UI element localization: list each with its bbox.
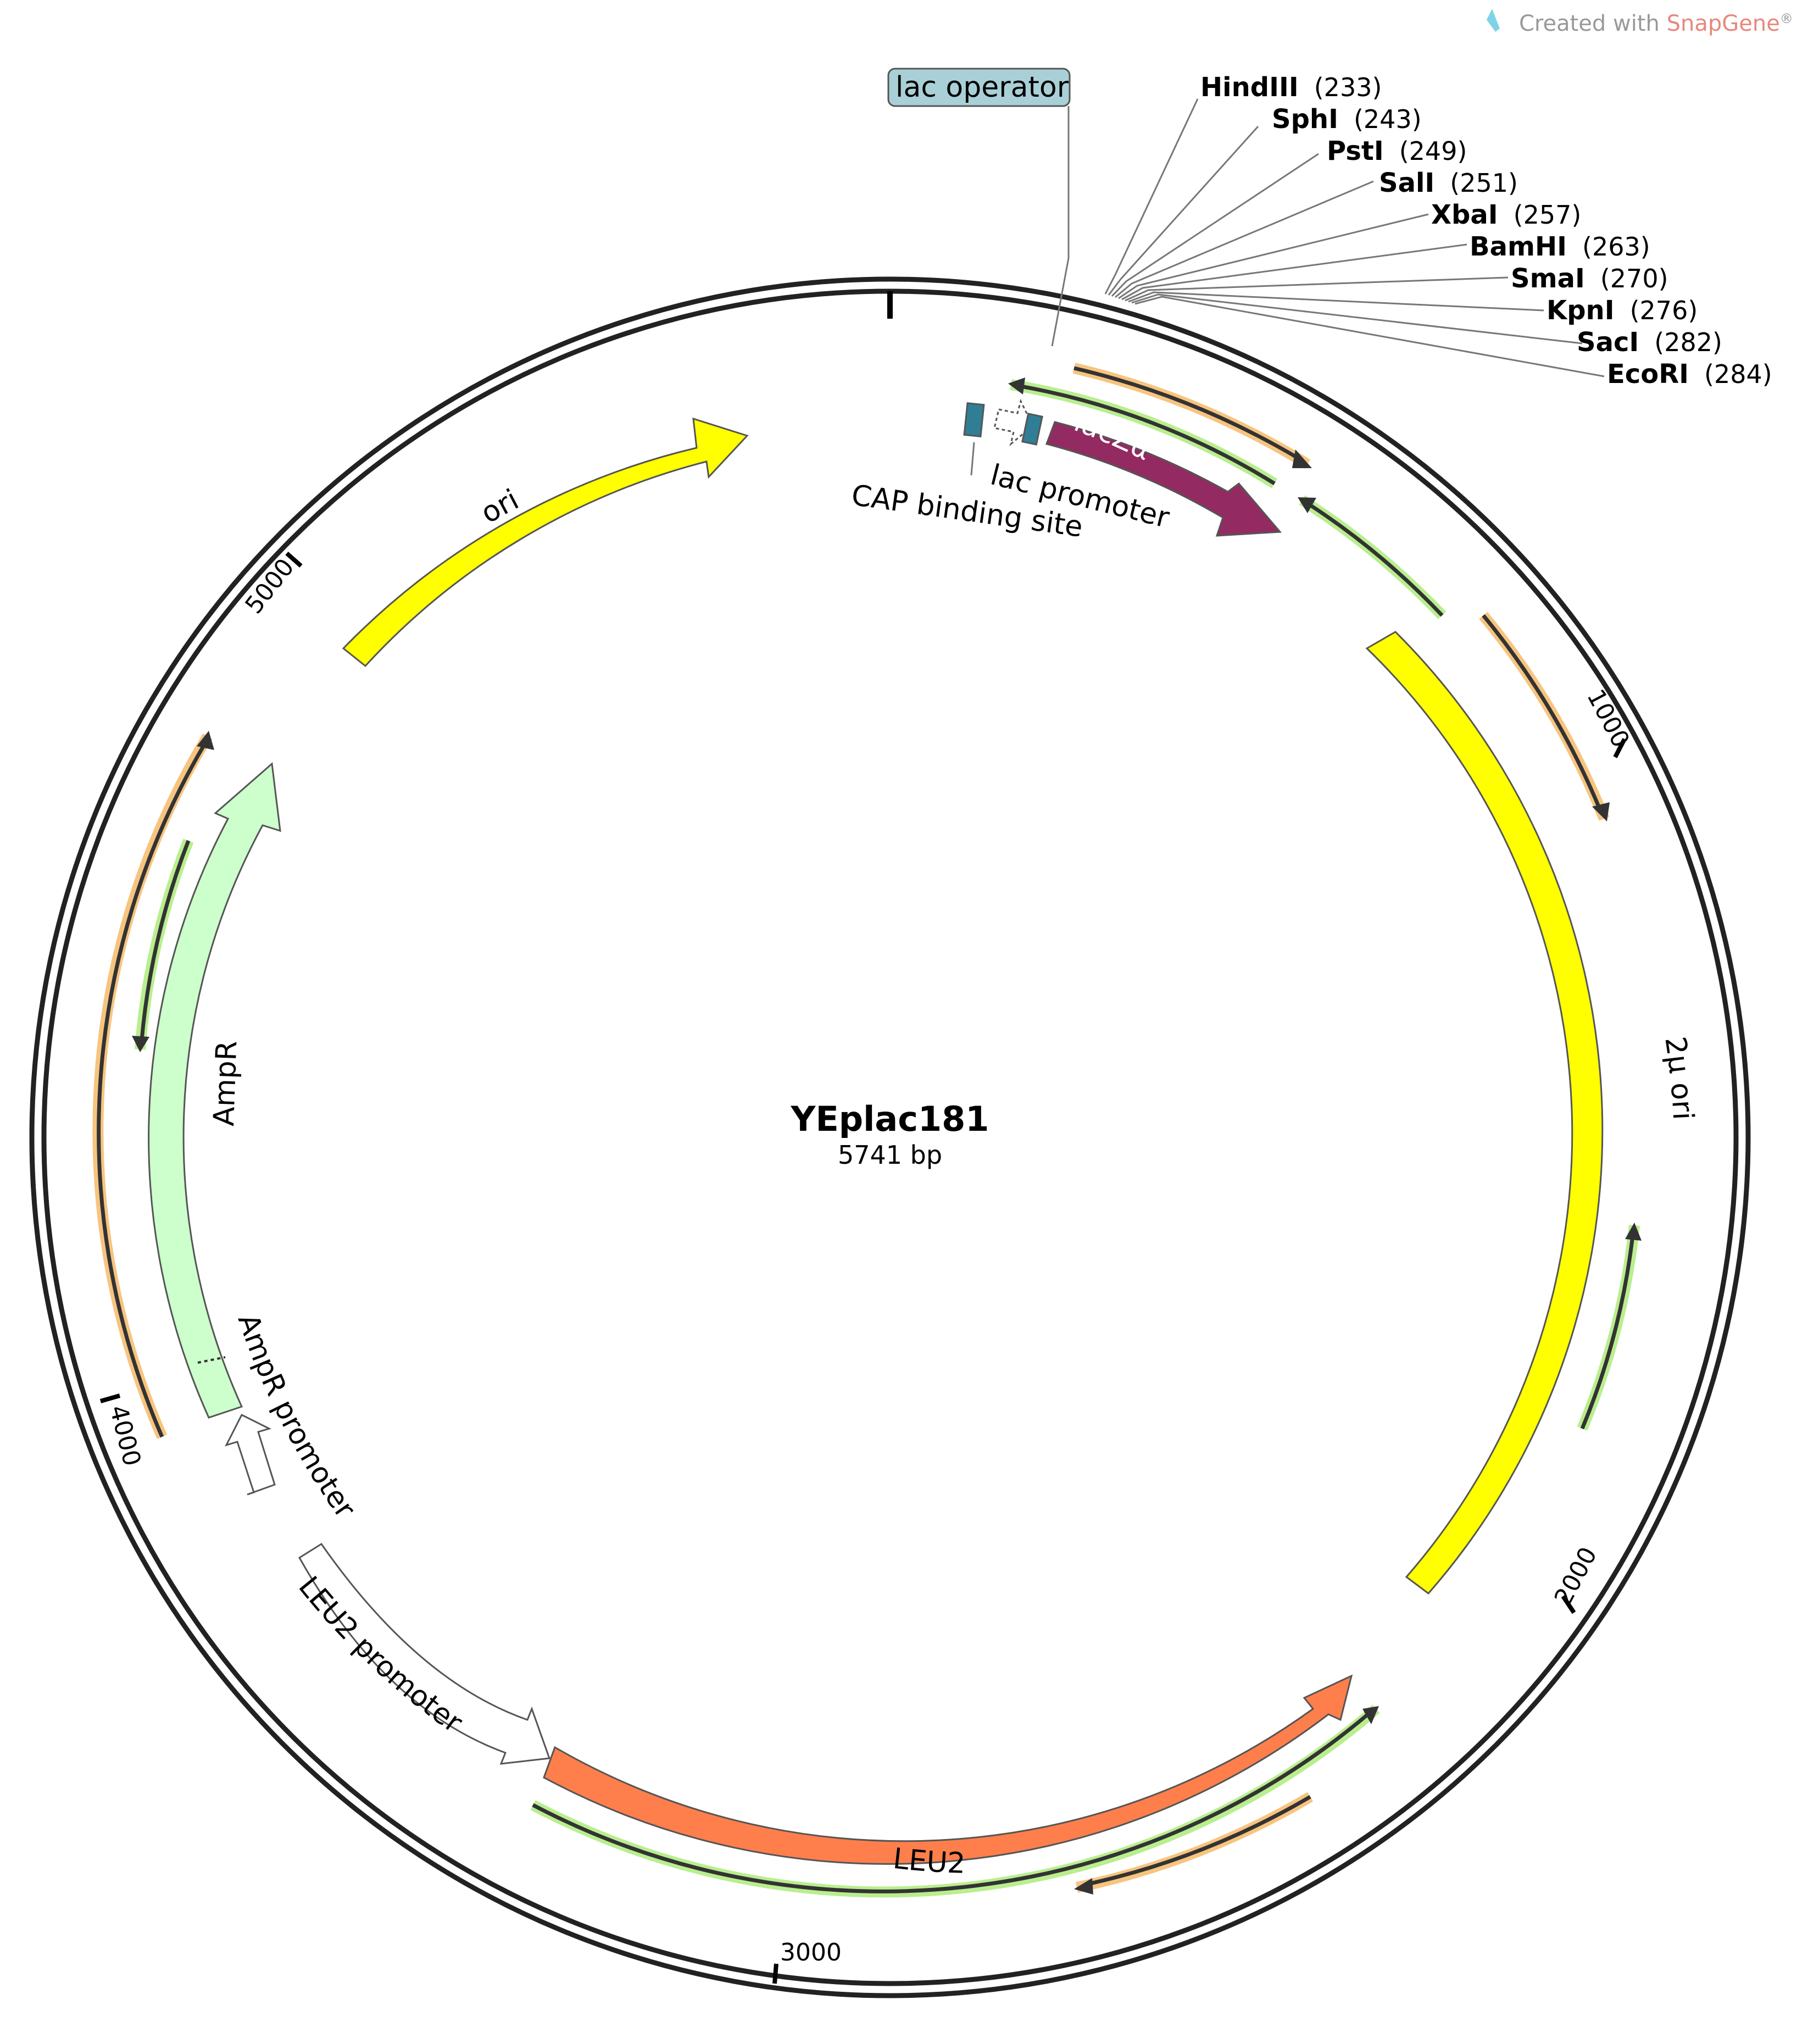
site-smai[interactable]: SmaI(270) — [1511, 263, 1668, 294]
primer-rev-right[interactable] — [1298, 495, 1447, 619]
tick-5000 — [285, 552, 303, 568]
tick-1000 — [1613, 738, 1627, 758]
tick-label-2000: 2000 — [1549, 1542, 1603, 1610]
feature-cap-binding-site[interactable] — [963, 402, 1043, 446]
site-sphi[interactable]: SphI(243) — [1272, 104, 1422, 135]
watermark-brand: SnapGene — [1667, 11, 1780, 36]
feature-label-leu2-promoter: LEU2 promoter — [292, 1570, 468, 1740]
primer-rev-top[interactable] — [1008, 377, 1278, 488]
site-hindiii[interactable]: HindIII(233) — [1200, 72, 1382, 103]
tick-3000 — [772, 1963, 778, 1984]
primer-fwd-bottom[interactable] — [1074, 1792, 1314, 1895]
snapgene-logo-icon — [1487, 9, 1500, 32]
feature-2mu-ori[interactable]: 2μ ori — [1365, 631, 1699, 1595]
site-kpni[interactable]: KpnI(276) — [1546, 295, 1698, 326]
plasmid-name: YEplac181 — [791, 1099, 989, 1139]
feature-ampr[interactable]: AmpR — [148, 762, 281, 1419]
svg-text:LEU2 promoter: LEU2 promoter — [292, 1570, 468, 1740]
feature-leu2[interactable]: LEU2 — [543, 1674, 1353, 1880]
site-bamhi[interactable]: BamHI(263) — [1470, 231, 1650, 262]
plasmid-length: 5741 bp — [838, 1140, 942, 1170]
primer-rev-bottom[interactable] — [530, 1704, 1380, 1898]
feature-leu2-promoter[interactable]: LEU2 promoter — [292, 1542, 551, 1765]
restriction-labels: HindIII(233) SphI(243) PstI(249) SalI(25… — [1200, 72, 1772, 390]
tick-2000 — [1561, 1595, 1576, 1614]
watermark: Created with SnapGene® — [1487, 9, 1793, 36]
lac-operator-leader — [1051, 106, 1070, 347]
site-sali[interactable]: SalI(251) — [1379, 168, 1518, 198]
feature-lac-operator[interactable]: lac operator — [887, 68, 1071, 107]
primer-rev-left[interactable] — [132, 838, 194, 1052]
svg-text:AmpR promoter: AmpR promoter — [231, 1310, 362, 1524]
feature-lac-promoter[interactable] — [993, 398, 1034, 446]
cap-leader-line — [970, 442, 975, 476]
site-ecori[interactable]: EcoRI(284) — [1607, 359, 1772, 390]
feature-ampr-promoter[interactable]: AmpR promoter — [225, 1310, 362, 1524]
feature-label-leu2: LEU2 — [892, 1842, 966, 1880]
site-saci[interactable]: SacI(282) — [1577, 327, 1722, 358]
primer-fwd-right[interactable] — [1479, 612, 1610, 821]
watermark-prefix: Created with — [1519, 11, 1667, 36]
site-xbai[interactable]: XbaI(257) — [1431, 199, 1581, 230]
feature-label-ampr: AmpR — [208, 1040, 243, 1126]
watermark-registered: ® — [1780, 11, 1793, 26]
tick-4000 — [99, 1393, 121, 1403]
primer-fwd-top[interactable] — [1072, 363, 1312, 469]
feature-label-lac-operator: lac operator — [895, 71, 1069, 104]
tick-label-4000: 4000 — [104, 1402, 146, 1469]
tick-label-3000: 3000 — [780, 1939, 842, 1967]
feature-label-2mu-ori: 2μ ori — [1658, 1035, 1699, 1121]
svg-text:LEU2: LEU2 — [892, 1842, 966, 1880]
primer-rev-right-lower[interactable] — [1577, 1223, 1642, 1431]
svg-text:2μ ori: 2μ ori — [1658, 1035, 1699, 1121]
feature-label-ampr-promoter: AmpR promoter — [231, 1310, 362, 1524]
feature-ori[interactable]: ori — [342, 417, 749, 668]
svg-text:Created with SnapGene®: Created with SnapGene® — [1519, 11, 1793, 36]
restriction-leaders — [1104, 98, 1605, 377]
primer-fwd-left[interactable] — [92, 731, 214, 1440]
site-psti[interactable]: PstI(249) — [1327, 136, 1467, 166]
